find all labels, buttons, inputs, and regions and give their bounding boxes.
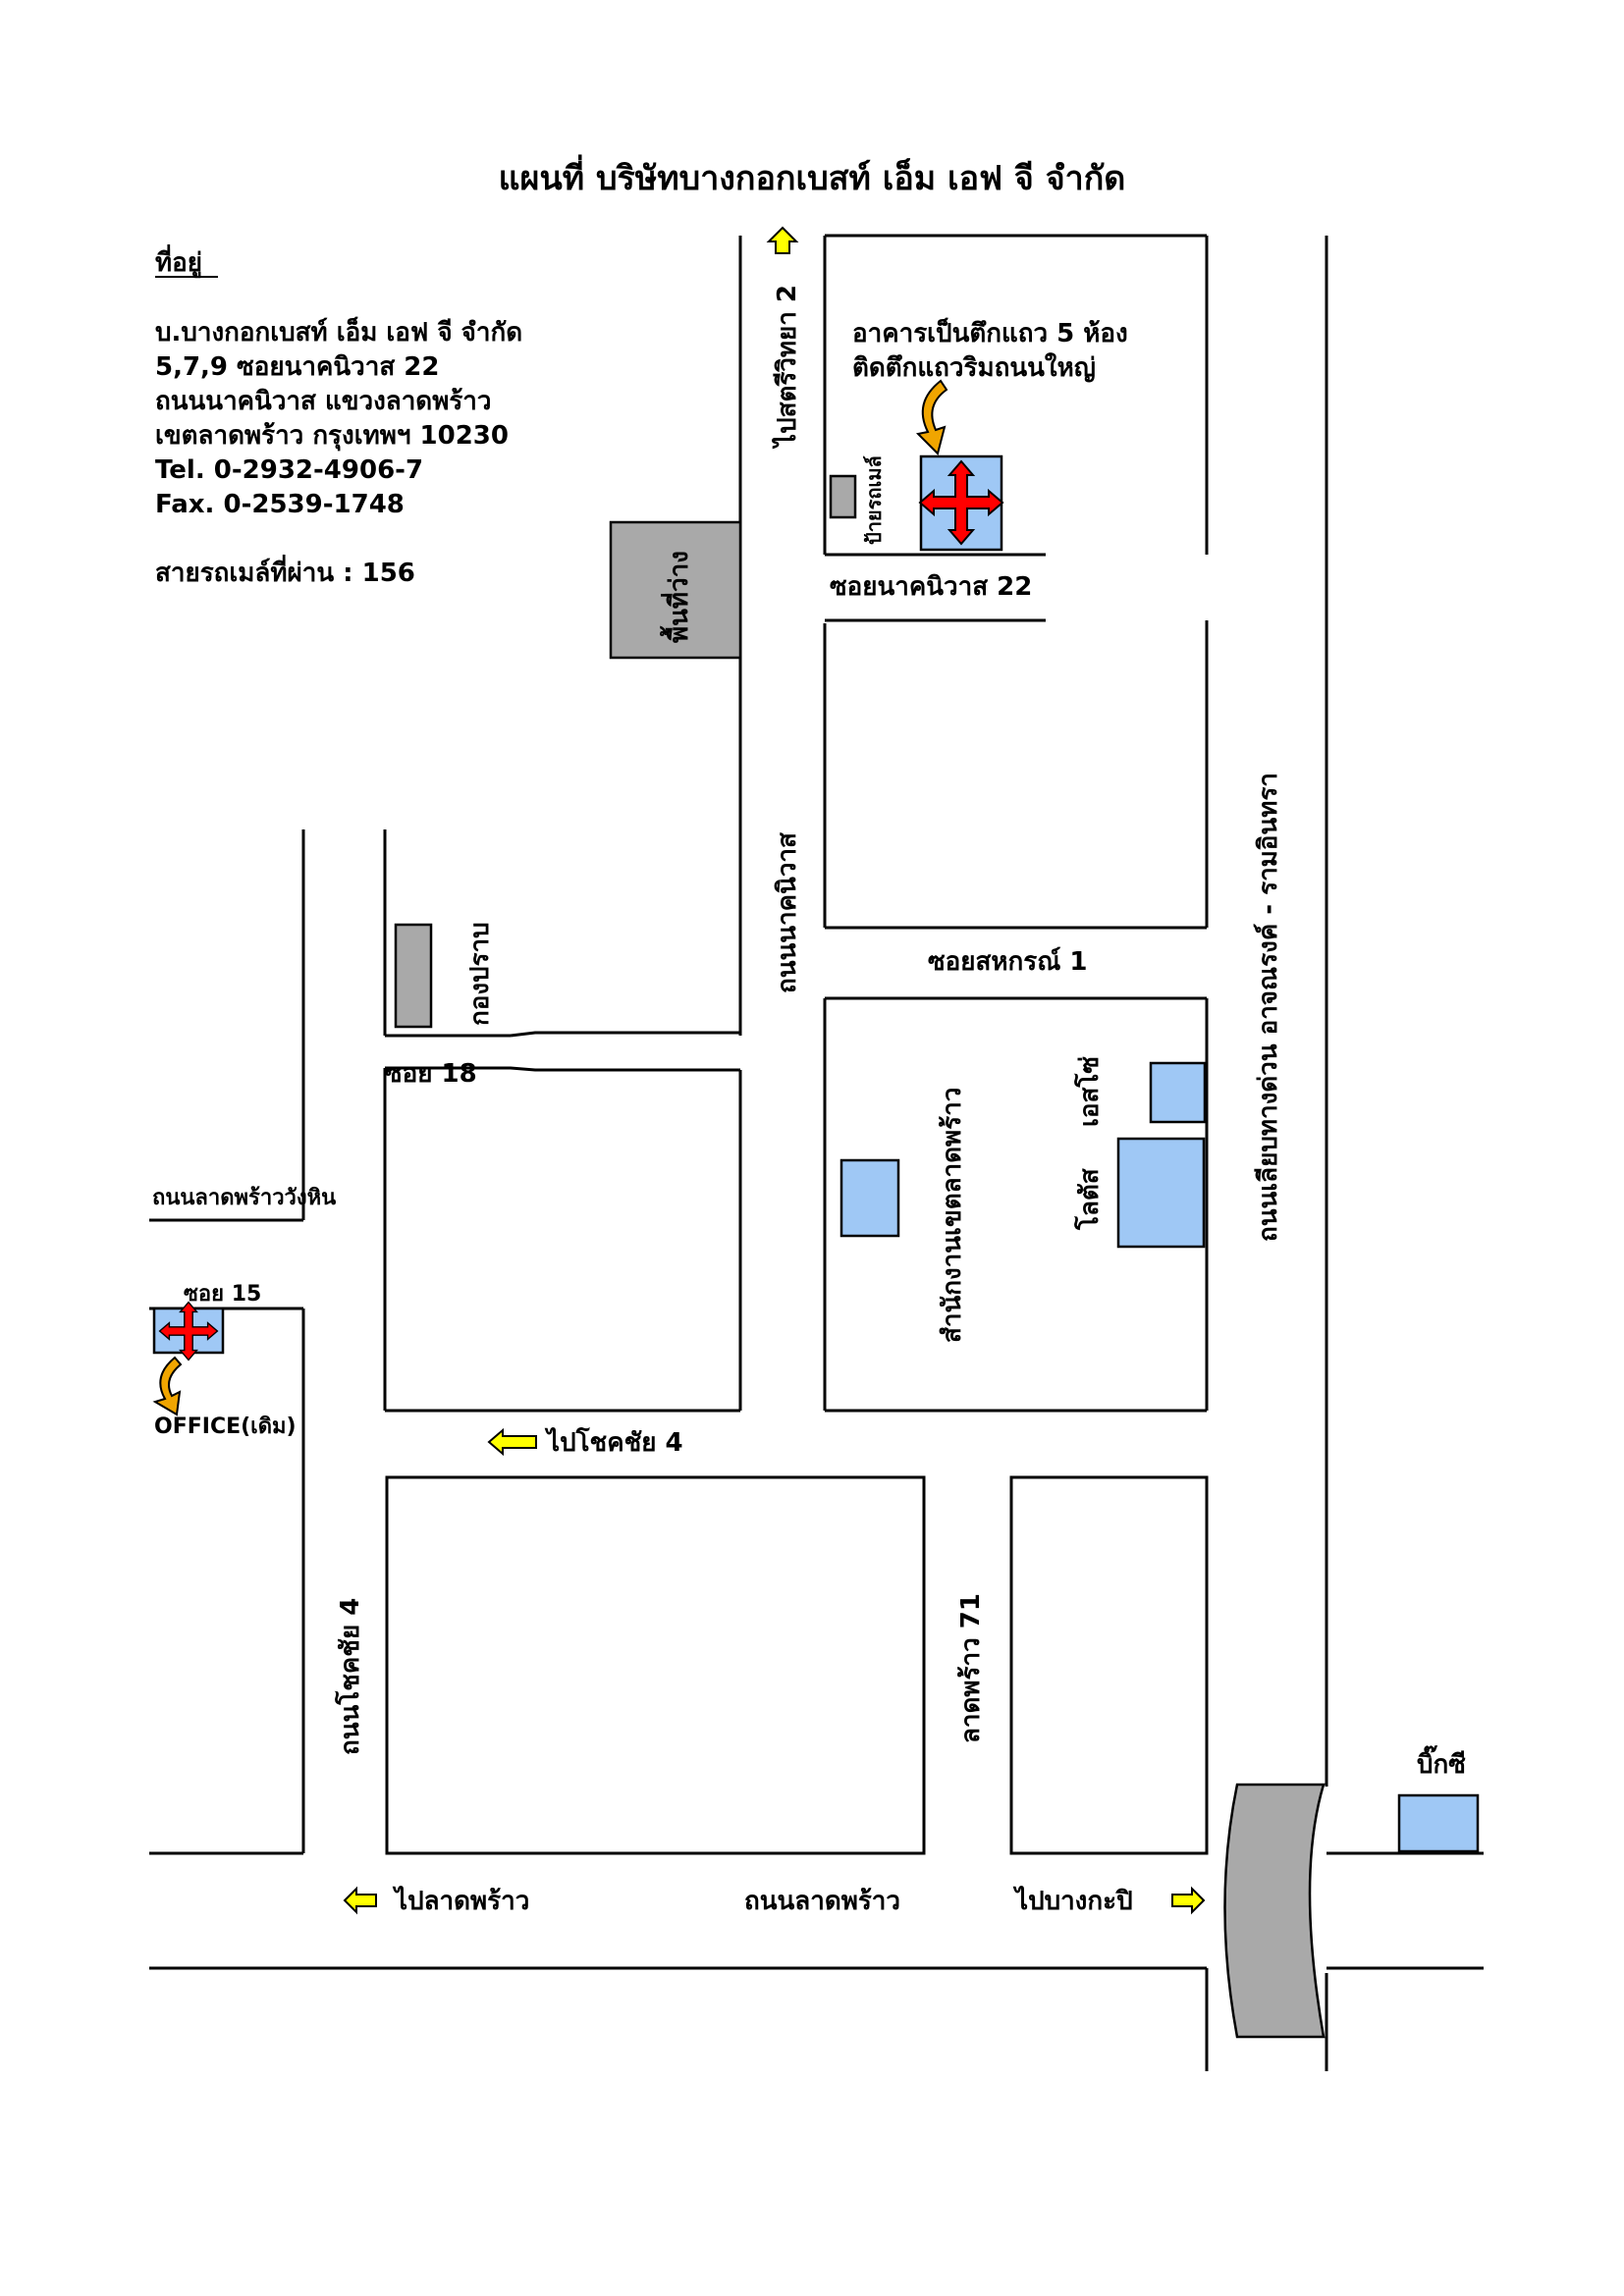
- label-to-sathit: ไปสตรีวิทยา 2: [771, 285, 802, 450]
- vacant-land: [609, 520, 742, 660]
- address-line: บ.บางกอกเบสท์ เอ็ม เอฟ จี จำกัด: [155, 316, 522, 347]
- label-bus-stop: ป้ายรถเมล์: [862, 455, 886, 545]
- building-note: อาคารเป็นตึกแถว 5 ห้อง: [852, 317, 1128, 348]
- curved-pointer-icon: [152, 1356, 183, 1416]
- label-esso: เอสโซ่: [1073, 1056, 1105, 1127]
- district-office-building: [839, 1158, 900, 1238]
- label-nak-road: ถนนนาคนิวาส: [773, 832, 802, 993]
- label-soi15: ซอย 15: [184, 1282, 261, 1307]
- address-line: 5,7,9 ซอยนาคนิวาส 22: [155, 352, 439, 382]
- arrow-left-icon: [343, 1886, 377, 1915]
- address-line: ถนนนาคนิวาส แขวงลาดพร้าว: [155, 387, 492, 416]
- building-note: ติดตึกแถวริมถนนใหญ่: [852, 352, 1096, 383]
- map-title: แผนที่ บริษัทบางกอกเบสท์ เอ็ม เอฟ จี จำก…: [499, 154, 1126, 198]
- location-marker-icon: [918, 459, 1004, 546]
- city-block: [1009, 1475, 1209, 1855]
- label-soi18: ซอย 18: [385, 1059, 477, 1089]
- label-ladprao-wanghin: ถนนลาดพร้าววังหิน: [152, 1186, 336, 1210]
- old-office-marker-icon: [158, 1301, 219, 1362]
- arrow-right-icon: [1171, 1886, 1206, 1915]
- expressway-bridge: [1223, 1783, 1326, 2039]
- label-to-ladprao: ไปลาดพร้าว: [392, 1885, 529, 1916]
- address-block: ที่อยู่ บ.บางกอกเบสท์ เอ็ม เอฟ จี จำกัด …: [155, 243, 522, 588]
- bus-stop-marker: [829, 474, 857, 519]
- curved-pointer-icon: [915, 379, 948, 455]
- esso-building: [1149, 1061, 1207, 1124]
- label-ladprao-road: ถนนลาดพร้าว: [744, 1887, 900, 1916]
- label-kongpraban: กองปราบ: [465, 922, 495, 1026]
- bigc-building: [1397, 1793, 1480, 1853]
- kongpraban-building: [394, 923, 433, 1029]
- bus-lines: สายรถเมล์ที่ผ่าน : 156: [155, 554, 415, 588]
- label-chokchai4-road: ถนนโชคชัย 4: [334, 1598, 365, 1755]
- arrow-up-icon: [766, 226, 799, 254]
- arrow-left-icon: [487, 1427, 537, 1457]
- label-lotus: โลตัส: [1073, 1168, 1105, 1231]
- address-line: เขตลาดพร้าว กรุงเทพฯ 10230: [155, 421, 509, 452]
- road-edge: [385, 1066, 740, 1072]
- label-soi-nak22: ซอยนาคนิวาส 22: [830, 572, 1032, 602]
- road-network: [149, 234, 1484, 2071]
- label-vacant: พื้นที่ว่าง: [659, 551, 694, 643]
- address-heading: ที่อยู่: [155, 243, 202, 279]
- label-expressway: ถนนเลียบทางด่วน อาจณรงค์ - รามอินทรา: [1253, 773, 1283, 1242]
- address-tel: Tel. 0-2932-4906-7: [155, 455, 423, 485]
- address-fax: Fax. 0-2539-1748: [155, 490, 405, 519]
- label-office-old: OFFICE(เดิม): [154, 1415, 297, 1439]
- label-ladprao71: ลาดพร้าว 71: [956, 1593, 986, 1743]
- lotus-building: [1116, 1137, 1206, 1249]
- label-to-chokchai4: ไปโชคชัย 4: [544, 1426, 683, 1458]
- label-soi-sahakorn: ซอยสหกรณ์ 1: [928, 946, 1087, 977]
- road-edge: [510, 1031, 740, 1038]
- label-to-bangkapi: ไปบางกะปิ: [1012, 1885, 1133, 1916]
- city-block: [385, 1475, 926, 1855]
- label-bigc: บิ๊กซี: [1417, 1745, 1466, 1780]
- label-district-office: สำนักงานเขตลาดพร้าว: [938, 1088, 967, 1343]
